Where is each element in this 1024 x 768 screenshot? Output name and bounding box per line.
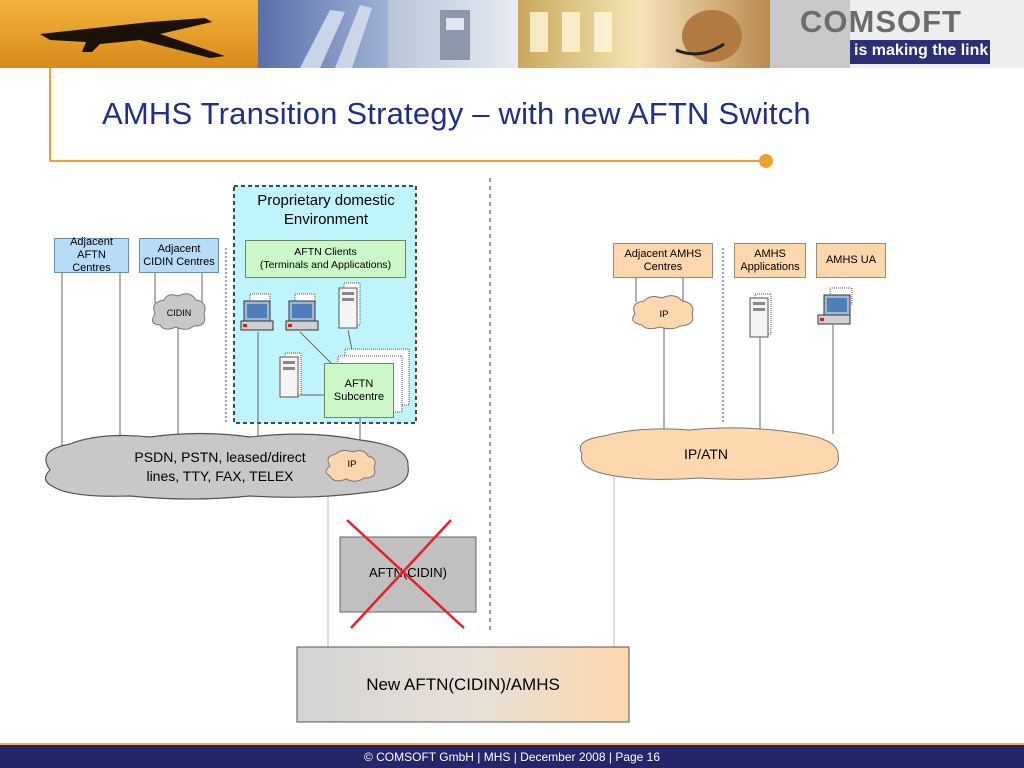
new-switch-box-shape [296, 646, 630, 723]
workstation-icon-1 [240, 293, 274, 331]
banner-photo-strip [0, 0, 1024, 68]
brand-tagline: is making the link [854, 42, 989, 59]
aftn-clients-box: AFTN Clients (Terminals and Applications… [245, 240, 406, 278]
aftn-subcentre-box: AFTN Subcentre [324, 363, 394, 418]
ip-cloud-right-icon [632, 295, 694, 330]
ip-cloud-right-label: IP [659, 309, 669, 320]
footer-bar: © COMSOFT GmbH | MHS | December 2008 | P… [0, 743, 1024, 768]
cidin-cloud-label: CIDIN [166, 308, 192, 318]
adjacent-amhs-centres-box: Adjacent AMHS Centres [613, 243, 713, 278]
workstation-icon-2 [285, 293, 319, 331]
new-switch-label: New AFTN(CIDIN)/AMHS [366, 675, 560, 694]
accent-dot-icon [759, 154, 773, 168]
ip-cloud-left-label: IP [347, 459, 357, 470]
server-icon-1 [338, 282, 361, 329]
psdn-cloud-icon [44, 432, 409, 500]
ipatn-cloud-label: IP/ATN [683, 446, 729, 462]
aftn-cidin-label: AFTN(CIDIN) [369, 565, 447, 580]
psdn-cloud-line2: lines, TTY, FAX, TELEX [146, 468, 294, 484]
amhs-ua-box: AMHS UA [816, 243, 886, 278]
footer-text: © COMSOFT GmbH | MHS | December 2008 | P… [363, 749, 661, 764]
amhs-application-server-icon [749, 293, 772, 338]
cidin-cloud-icon [151, 293, 206, 330]
headset-icon [675, 42, 725, 56]
airplane-icon [40, 18, 225, 58]
slide-title: AMHS Transition Strategy – with new AFTN… [102, 96, 811, 131]
ipatn-cloud-icon [579, 427, 839, 480]
aftn-clients-title: AFTN Clients [294, 246, 357, 258]
amhs-applications-box: AMHS Applications [734, 243, 806, 278]
adjacent-aftn-centres-box: Adjacent AFTN Centres [54, 236, 129, 274]
psdn-cloud-label: PSDN, PSTN, leased/direct lines, TTY, FA… [108, 448, 332, 486]
psdn-cloud-line1: PSDN, PSTN, leased/direct [134, 449, 306, 465]
adjacent-cidin-centres-box: Adjacent CIDIN Centres [139, 238, 219, 273]
ip-cloud-left-icon [325, 449, 376, 482]
aftn-cidin-box-shape [339, 536, 477, 613]
amhs-ua-workstation-icon [817, 287, 853, 325]
brand-logo: COMSOFT [800, 4, 962, 39]
server-icon-2 [279, 352, 302, 398]
domestic-env-label: Proprietary domestic Environment [257, 192, 395, 228]
header-banner: COMSOFT is making the link [0, 0, 1024, 68]
aftn-clients-subtitle: (Terminals and Applications) [259, 259, 392, 271]
